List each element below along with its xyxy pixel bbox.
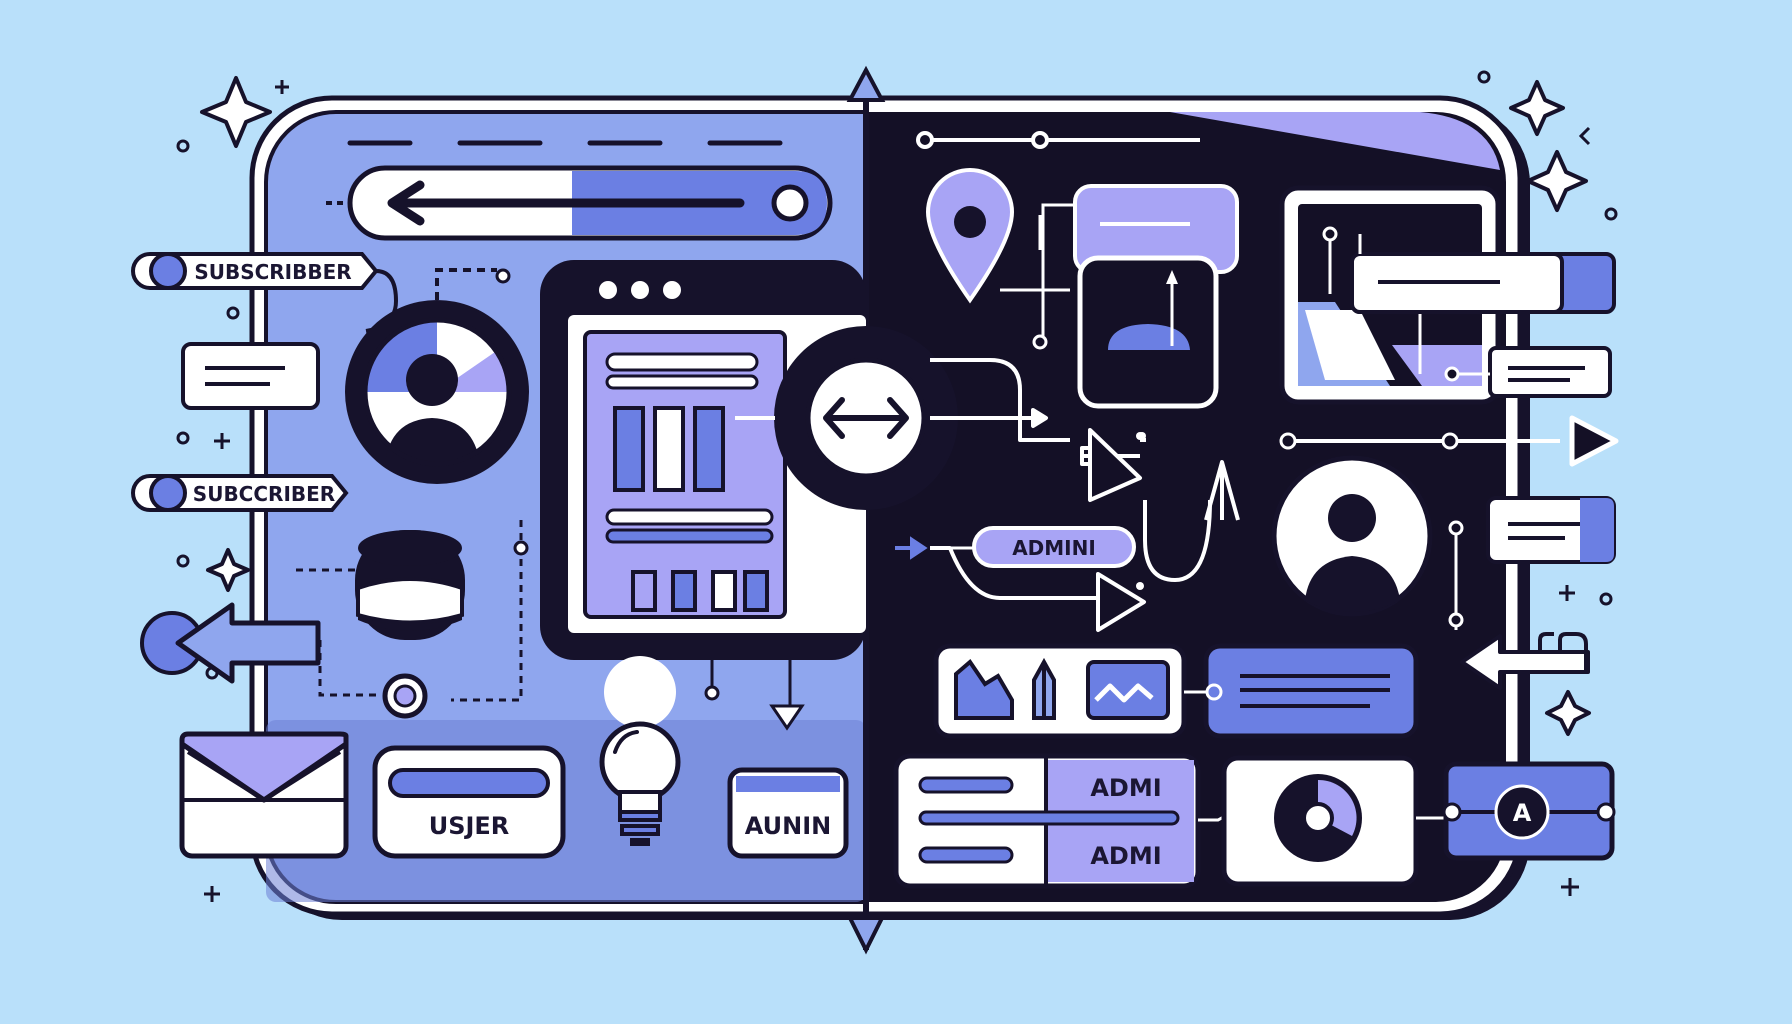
database-icon	[355, 530, 465, 640]
arrow-left-icon[interactable]	[140, 602, 321, 684]
subscriber-tag[interactable]: SUBSCRIBBER	[131, 252, 379, 290]
admin-card[interactable]: AUNIN	[727, 767, 849, 859]
message-card[interactable]	[181, 342, 320, 410]
envelope-icon[interactable]	[179, 731, 349, 859]
subscriber-tag-secondary-label: SUBCCRIBER	[193, 482, 335, 506]
admin-pill-label: ADMINI	[1012, 536, 1096, 560]
browser-window[interactable]	[540, 260, 866, 660]
decor-dots-right	[1138, 432, 1146, 440]
message-card-right[interactable]	[1488, 346, 1612, 398]
admin-row-label: ADMI	[1090, 774, 1161, 802]
pie-chart-icon[interactable]	[1221, 755, 1419, 887]
floating-bar[interactable]	[1350, 252, 1616, 314]
user-card-label: USJER	[429, 812, 510, 840]
admin-row-label: ADMI	[1090, 842, 1161, 870]
subscriber-tag-label: SUBSCRIBBER	[194, 260, 351, 284]
admin-list[interactable]: ADMI ADMI	[893, 753, 1201, 889]
progress-arrow	[1279, 415, 1619, 467]
cloud-icon[interactable]	[1077, 255, 1219, 409]
message-card-right-secondary[interactable]	[1486, 496, 1616, 564]
arrow-left-icon[interactable]	[1460, 632, 1590, 690]
admin-card-label: AUNIN	[745, 812, 831, 840]
chart-icon[interactable]	[933, 643, 1187, 739]
avatar-badge-letter: A	[1513, 799, 1532, 827]
user-avatar-icon[interactable]	[345, 300, 529, 484]
content-card[interactable]	[1203, 643, 1419, 739]
top-connector	[916, 131, 1200, 149]
avatar-badge[interactable]: A	[1442, 761, 1616, 861]
arrow-left-icon	[387, 180, 745, 226]
back-navigation-bar[interactable]	[347, 165, 833, 241]
subscriber-tag-secondary[interactable]: SUBCCRIBER	[131, 474, 349, 512]
sparkle-icon	[200, 76, 1591, 736]
flow-arrows	[930, 358, 1240, 632]
user-card[interactable]: USJER	[372, 745, 566, 859]
swap-arrows-icon[interactable]	[774, 326, 958, 510]
user-avatar-icon[interactable]	[1271, 455, 1433, 617]
lightbulb-icon	[599, 656, 681, 846]
location-pin-icon	[925, 168, 1015, 304]
admin-pill[interactable]: ADMINI	[972, 526, 1136, 568]
